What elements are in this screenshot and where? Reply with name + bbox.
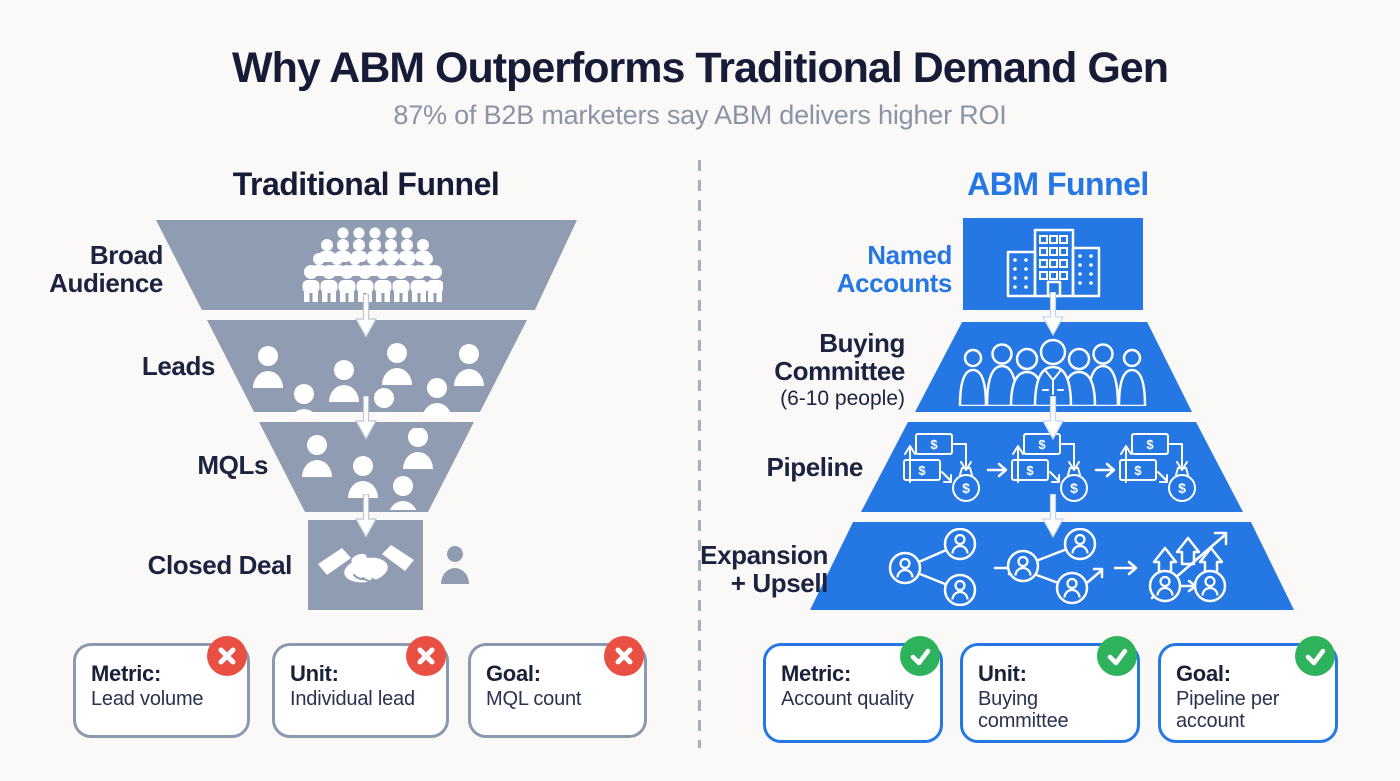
x-icon [207, 636, 247, 676]
stage-label-leads: Leads [95, 351, 216, 381]
card-title: Goal: [1176, 661, 1231, 686]
check-icon [1097, 636, 1137, 676]
stage-label-mqls: MQLs [140, 451, 268, 479]
down-arrow-icon [1041, 494, 1065, 538]
money-flow-icon: $ $ $ [903, 433, 1196, 502]
metric-card-individual-lead: Unit: Individual lead [272, 636, 449, 738]
card-title: Unit: [290, 661, 339, 686]
stage-label-line: Audience [49, 268, 163, 298]
stage-label-line: Expansion [700, 540, 828, 570]
stage-label-line: Buying [819, 328, 905, 358]
down-arrow-icon [354, 396, 378, 440]
card-title: Metric: [781, 661, 852, 686]
card-value: Individual lead [290, 688, 415, 710]
metric-card-mql-count: Goal: MQL count [468, 636, 647, 738]
page-subtitle: 87% of B2B marketers say ABM delivers hi… [393, 100, 1007, 130]
network-growth-icon [888, 528, 1228, 606]
crowd-icon [302, 227, 443, 302]
metric-card-pipeline-per-account: Goal: Pipeline per account [1158, 636, 1338, 743]
stage-label-buying-committee: Buying Committee (6-10 people) [735, 329, 905, 413]
traditional-funnel-heading: Traditional Funnel [232, 166, 500, 202]
stage-label-line: + Upsell [730, 568, 829, 598]
stage-label-line: Leads [141, 351, 216, 381]
stage-sublabel: (6-10 people) [780, 387, 905, 410]
vertical-divider [698, 160, 701, 748]
stage-label-line: Closed Deal [147, 550, 293, 580]
metric-card-lead-volume: Metric: Lead volume [73, 636, 250, 738]
card-value: Buying committee [978, 688, 1069, 732]
card-title: Metric: [91, 661, 162, 686]
card-value: Pipeline per account [1176, 688, 1280, 732]
down-arrow-icon [354, 494, 378, 538]
check-icon [1295, 636, 1335, 676]
down-arrow-icon [354, 294, 378, 338]
stage-label-broad-audience: Broad Audience [23, 241, 163, 297]
down-arrow-icon [1041, 292, 1065, 336]
check-icon [900, 636, 940, 676]
card-value: Lead volume [91, 688, 204, 710]
stage-label-line: MQLs [197, 450, 268, 480]
card-value: MQL count [486, 688, 582, 710]
handshake-icon [318, 545, 414, 583]
stage-label-line: Pipeline [766, 452, 864, 482]
card-value: Account quality [781, 688, 914, 710]
single-lead-icon [441, 546, 469, 584]
card-title: Unit: [978, 661, 1027, 686]
stage-label-pipeline: Pipeline [713, 452, 864, 482]
page-title: Why ABM Outperforms Traditional Demand G… [232, 44, 1169, 92]
x-icon [406, 636, 446, 676]
x-icon [604, 636, 644, 676]
buying-committee-icon [958, 338, 1147, 406]
metric-card-account-quality: Metric: Account quality [763, 636, 943, 743]
down-arrow-icon [1041, 396, 1065, 440]
stage-label-line: Named [867, 240, 952, 270]
card-title: Goal: [486, 661, 541, 686]
stage-label-line: Accounts [836, 268, 953, 298]
stage-label-closed-deal: Closed Deal [110, 550, 293, 580]
abm-funnel-heading: ABM Funnel [967, 166, 1149, 202]
stage-label-named-accounts: Named Accounts [792, 240, 953, 298]
stage-label-line: Broad [89, 240, 164, 270]
metric-card-buying-committee: Unit: Buying committee [960, 636, 1140, 743]
stage-label-expansion-upsell: Expansion + Upsell [698, 541, 828, 597]
stage-label-line: Committee [774, 356, 905, 386]
